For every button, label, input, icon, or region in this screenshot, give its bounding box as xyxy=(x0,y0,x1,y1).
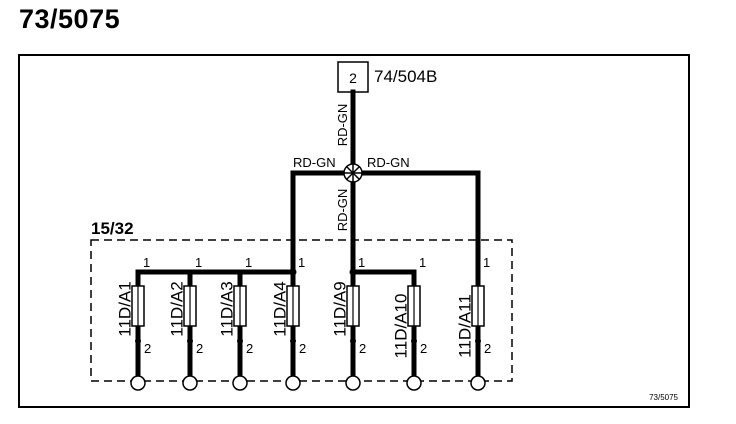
fuse-pin-bottom: 2 xyxy=(420,341,427,356)
terminal-icon xyxy=(470,375,486,391)
splice-box xyxy=(90,239,513,382)
wire-label-left: RD-GN xyxy=(293,155,336,170)
footer-code: 73/5075 xyxy=(649,393,678,402)
fuse: 1 2 11D/A4 xyxy=(270,255,306,391)
fuse: 1 2 11D/A2 xyxy=(167,255,203,391)
fuse: 1 2 11D/A9 xyxy=(330,255,366,391)
connector-label: 74/504B xyxy=(374,67,437,86)
fuse-pin-bottom: 2 xyxy=(246,341,253,356)
fuse-pin-bottom: 2 xyxy=(144,341,151,356)
terminal-icon xyxy=(130,375,146,391)
terminal-icon xyxy=(285,375,301,391)
fuse: 1 2 11D/A10 xyxy=(391,255,427,391)
connector-pin: 2 xyxy=(349,70,357,86)
fuse: 1 2 11D/A3 xyxy=(217,255,253,391)
fuse-label: 11D/A3 xyxy=(217,281,236,336)
pin-dot xyxy=(237,338,243,344)
pin-dot xyxy=(187,338,193,344)
terminal-icon xyxy=(406,375,422,391)
fuse-label: 11D/A2 xyxy=(167,281,186,336)
fuse: 1 2 11D/A1 xyxy=(115,255,151,391)
wire-label-lower: RD-GN xyxy=(335,189,350,232)
fuse-label: 11D/A9 xyxy=(330,281,349,336)
fuse-pin-top: 1 xyxy=(358,255,365,270)
fuse: 1 2 11D/A11 xyxy=(455,255,491,391)
fuse-pin-bottom: 2 xyxy=(359,341,366,356)
pin-dot xyxy=(411,338,417,344)
terminal-icon xyxy=(182,375,198,391)
diagram-frame xyxy=(18,54,690,408)
fuse-list: 1211D/A11211D/A21211D/A31211D/A41211D/A9… xyxy=(115,255,491,391)
splice-icon xyxy=(343,163,363,183)
fuse-label: 11D/A10 xyxy=(391,294,410,359)
fuse-label: 11D/A1 xyxy=(115,281,134,336)
pin-dot xyxy=(290,338,296,344)
terminal-icon xyxy=(345,375,361,391)
fuse-pin-top: 1 xyxy=(143,255,150,270)
fuse-pin-bottom: 2 xyxy=(484,341,491,356)
fuse-pin-top: 1 xyxy=(245,255,252,270)
fuse-label: 11D/A4 xyxy=(270,281,289,336)
wire-label-right: RD-GN xyxy=(367,155,410,170)
fuse-pin-top: 1 xyxy=(483,255,490,270)
fuse-pin-top: 1 xyxy=(195,255,202,270)
pin-dot xyxy=(135,338,141,344)
fuse-pin-top: 1 xyxy=(298,255,305,270)
fuse-pin-top: 1 xyxy=(419,255,426,270)
wire-label-top: RD-GN xyxy=(335,104,350,147)
fuse-pin-bottom: 2 xyxy=(196,341,203,356)
fuse-pin-bottom: 2 xyxy=(299,341,306,356)
fuse-label: 11D/A11 xyxy=(455,294,474,358)
terminal-icon xyxy=(232,375,248,391)
splice-box-label: 15/32 xyxy=(91,219,134,238)
page-title: 73/5075 xyxy=(19,4,121,34)
pin-dot xyxy=(350,338,356,344)
pin-dot xyxy=(475,338,481,344)
